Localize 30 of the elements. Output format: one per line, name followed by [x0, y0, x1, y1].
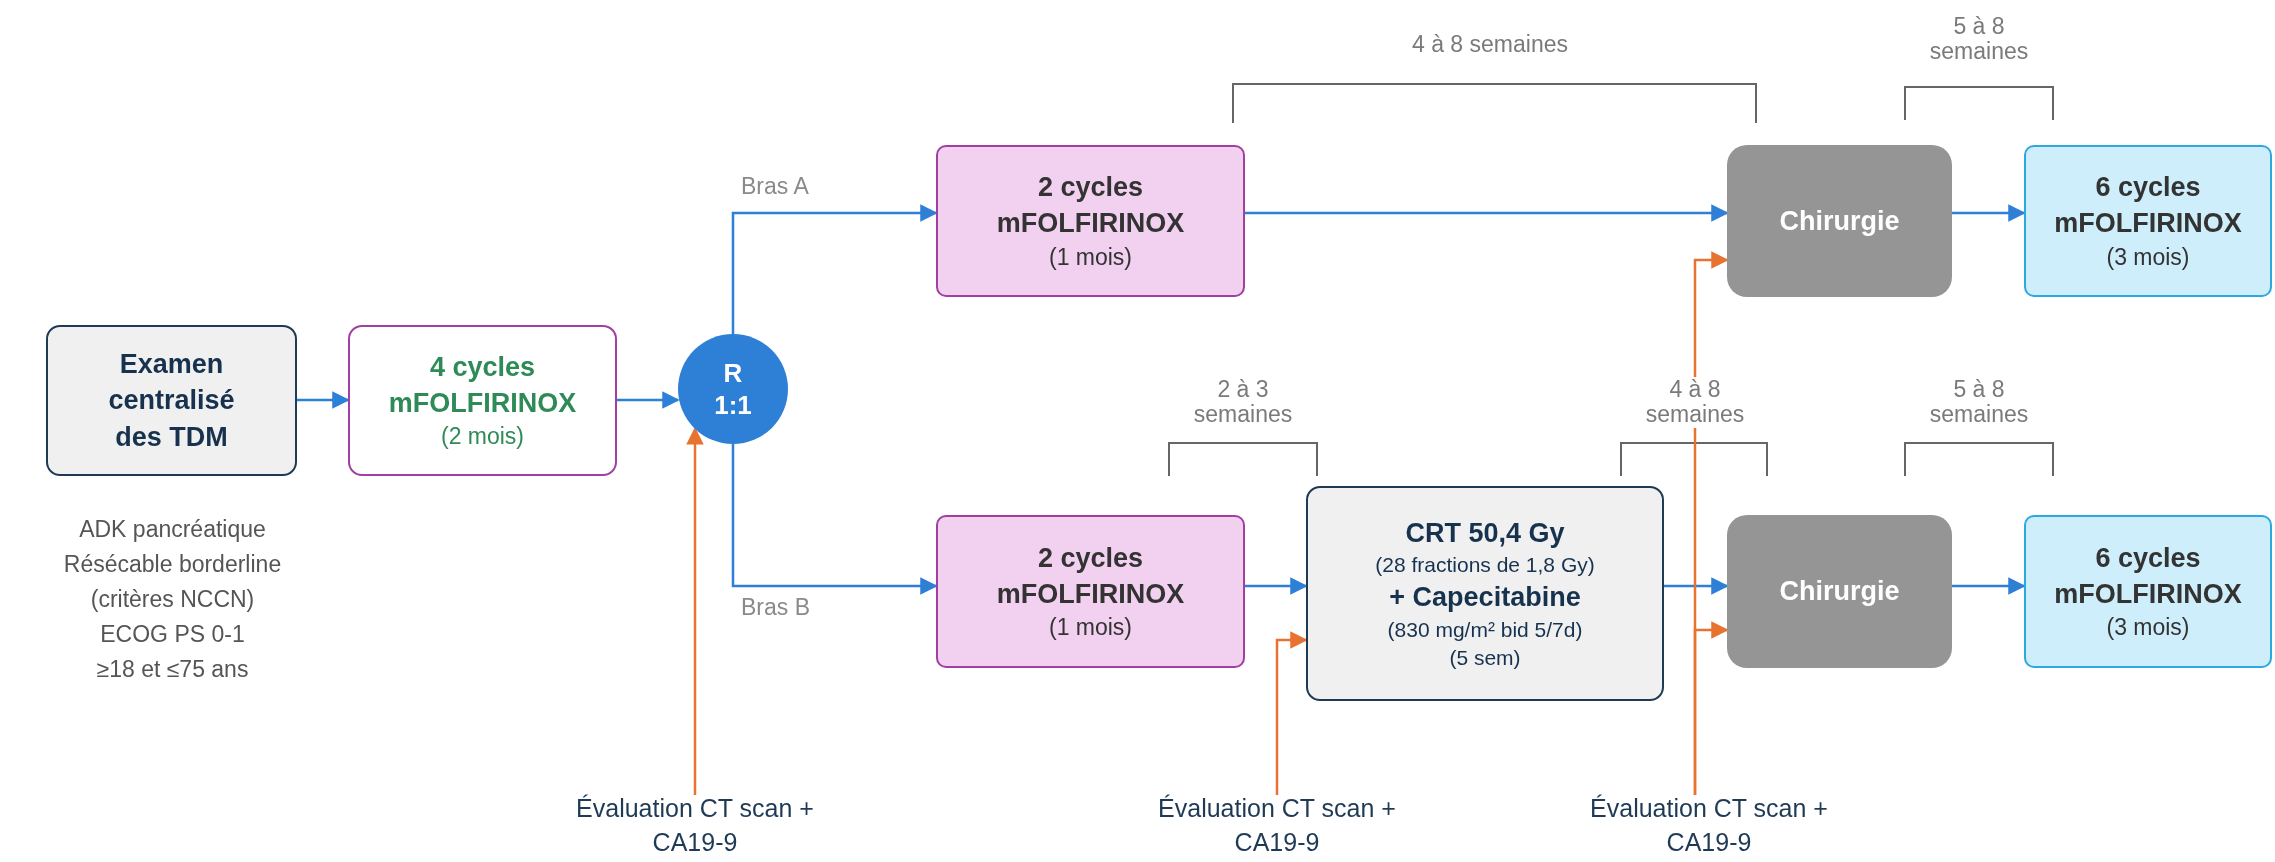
arrow: [731, 444, 938, 595]
criteria-text: (critères NCCN): [89, 588, 256, 611]
treatment-box: 6 cycles mFOLFIRINOX (3 mois): [2024, 145, 2272, 297]
arrow: [617, 391, 680, 409]
criteria-text: ≥18 et ≤75 ans: [95, 658, 250, 681]
criteria-text: ECOG PS 0-1: [99, 623, 246, 646]
assessment-note: Évaluation CT scan + CA19-9: [1157, 795, 1397, 857]
treatment-box: 4 cycles mFOLFIRINOX (2 mois): [348, 325, 617, 476]
criteria-text: ADK pancréatique: [78, 518, 267, 541]
treatment-box: 2 cycles mFOLFIRINOX (1 mois): [936, 145, 1245, 297]
arrow: [1245, 204, 1729, 222]
assessment-note: Évaluation CT scan + CA19-9: [1589, 795, 1829, 857]
criteria-text: Résécable borderline: [62, 553, 283, 576]
treatment-box: 2 cycles mFOLFIRINOX (1 mois): [936, 515, 1245, 668]
arrow: [1693, 251, 1729, 795]
surgery-box: Chirurgie: [1727, 145, 1952, 297]
arrow: [731, 204, 938, 334]
arrow: [1275, 631, 1308, 795]
arrow: [1952, 204, 2026, 222]
arrow: [686, 427, 704, 795]
surgery-box: Chirurgie: [1727, 515, 1952, 668]
assessment-note: Évaluation CT scan + CA19-9: [575, 795, 815, 857]
process-box: Examen centralisé des TDM: [46, 325, 297, 476]
arrow: [1952, 577, 2026, 595]
arrow: [1245, 577, 1308, 595]
randomization-circle: R 1:1: [678, 334, 788, 444]
arrow: [297, 391, 350, 409]
treatment-box: 6 cycles mFOLFIRINOX (3 mois): [2024, 515, 2272, 668]
arrow: [1664, 577, 1729, 595]
process-box: CRT 50,4 Gy (28 fractions de 1,8 Gy) + Capecitabine (830 mg/m² bid 5/7d) (5 sem): [1306, 486, 1664, 701]
